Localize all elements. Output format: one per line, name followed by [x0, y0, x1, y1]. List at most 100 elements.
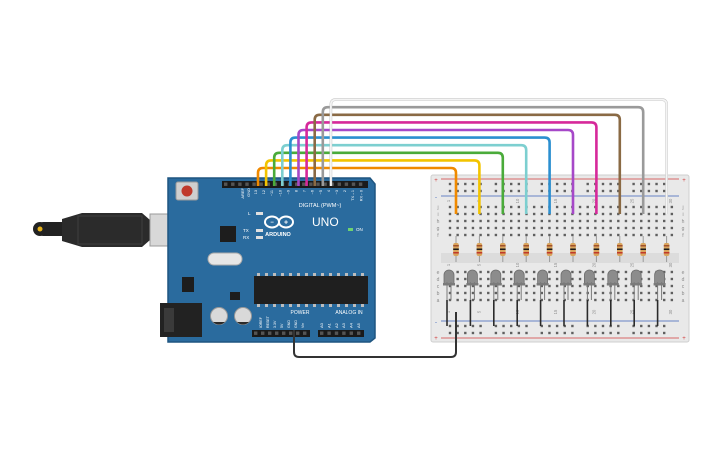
- breadboard-hole: [510, 219, 513, 223]
- breadboard-hole: [594, 219, 597, 223]
- header-pin: [349, 331, 353, 335]
- row-letter: a: [682, 298, 685, 304]
- rail-hole: [571, 331, 574, 335]
- l-led: [256, 212, 263, 215]
- header-pin: [275, 331, 279, 335]
- rail-hole: [510, 324, 513, 328]
- breadboard-hole: [525, 284, 528, 288]
- breadboard-hole: [586, 233, 589, 237]
- rail-hole: [601, 324, 605, 328]
- rail-hole: [517, 324, 521, 328]
- header-pin: [358, 182, 363, 186]
- breadboard-hole: [525, 226, 528, 230]
- rail-hole: [540, 182, 543, 186]
- breadboard-hole: [594, 291, 597, 295]
- breadboard-hole: [540, 205, 543, 209]
- breadboard-hole: [464, 291, 467, 295]
- breadboard-hole: [479, 233, 482, 237]
- chip-pin: [281, 304, 284, 307]
- breadboard-hole: [594, 298, 597, 302]
- breadboard-hole: [663, 205, 666, 209]
- breadboard-hole: [548, 226, 551, 230]
- arduino-logo: − +: [264, 215, 294, 229]
- rail-hole: [563, 182, 566, 186]
- breadboard-hole: [617, 219, 620, 223]
- breadboard-hole: [578, 212, 582, 216]
- breadboard-hole: [617, 233, 620, 237]
- row-letter: f: [437, 233, 439, 239]
- led-base: [466, 283, 479, 286]
- rail-hole: [647, 189, 651, 193]
- row-letter: g: [682, 226, 685, 232]
- breadboard-hole: [624, 212, 628, 216]
- column-number: 30: [668, 262, 673, 267]
- ground-wire: [293, 312, 457, 358]
- rail-hole: [448, 331, 452, 335]
- breadboard-hole: [517, 205, 521, 209]
- plus-label-bottom-right: +: [682, 336, 686, 342]
- breadboard-hole: [640, 226, 643, 230]
- row-letter: d: [437, 277, 440, 283]
- breadboard-hole: [609, 233, 612, 237]
- header-pin: [268, 331, 272, 335]
- header-pin: [224, 182, 228, 186]
- header-pin: [231, 182, 235, 186]
- breadboard-hole: [510, 291, 513, 295]
- chip-pin: [297, 304, 300, 307]
- rail-hole: [632, 182, 635, 186]
- power-header-strip: [252, 330, 310, 337]
- jumper-wire-core: [305, 121, 598, 214]
- rail-hole: [471, 331, 475, 335]
- breadboard-hole: [601, 205, 605, 209]
- breadboard-hole: [456, 226, 459, 230]
- breadboard-hole: [532, 298, 536, 302]
- rail-hole: [655, 182, 658, 186]
- atmega-microcontroller: [254, 276, 368, 304]
- breadboard-hole: [578, 205, 582, 209]
- breadboard-hole: [617, 226, 620, 230]
- chip-pin: [345, 304, 348, 307]
- rail-hole: [502, 324, 505, 328]
- breadboard-hole: [601, 284, 605, 288]
- chip-pin: [321, 304, 324, 307]
- breadboard-hole: [464, 277, 467, 281]
- breadboard-hole: [624, 270, 628, 274]
- rail-hole: [448, 324, 452, 328]
- chip-pin: [257, 304, 260, 307]
- breadboard-hole: [510, 233, 513, 237]
- led: [443, 269, 455, 285]
- breadboard-hole: [448, 205, 452, 209]
- header-pin: [342, 331, 346, 335]
- breadboard-hole: [487, 277, 490, 281]
- breadboard-hole: [647, 226, 651, 230]
- breadboard-hole: [594, 233, 597, 237]
- breadboard-hole: [532, 212, 536, 216]
- breadboard-hole: [479, 226, 482, 230]
- breadboard-hole: [563, 226, 566, 230]
- row-letter: a: [437, 298, 440, 304]
- breadboard-hole: [487, 284, 490, 288]
- breadboard-hole: [532, 205, 536, 209]
- analog-pin-label: A1: [326, 322, 331, 328]
- breadboard-hole: [617, 277, 620, 281]
- breadboard-hole: [487, 270, 490, 274]
- breadboard-hole: [448, 212, 452, 216]
- led-base: [606, 283, 619, 286]
- breadboard-hole: [647, 270, 651, 274]
- led-base: [489, 283, 502, 286]
- breadboard-hole: [517, 298, 521, 302]
- column-number: 25: [630, 309, 635, 314]
- chip-pin: [273, 304, 276, 307]
- header-pin: [357, 331, 361, 335]
- breadboard-hole: [586, 226, 589, 230]
- jumper-wire-core: [321, 106, 645, 214]
- breadboard-hole: [640, 219, 643, 223]
- digital-pin-label: ~10: [278, 190, 282, 196]
- led-base: [560, 283, 572, 286]
- breadboard-hole: [617, 284, 620, 288]
- breadboard-hole: [578, 219, 582, 223]
- breadboard-hole: [464, 219, 467, 223]
- digital-pin-label: ~9: [286, 190, 290, 194]
